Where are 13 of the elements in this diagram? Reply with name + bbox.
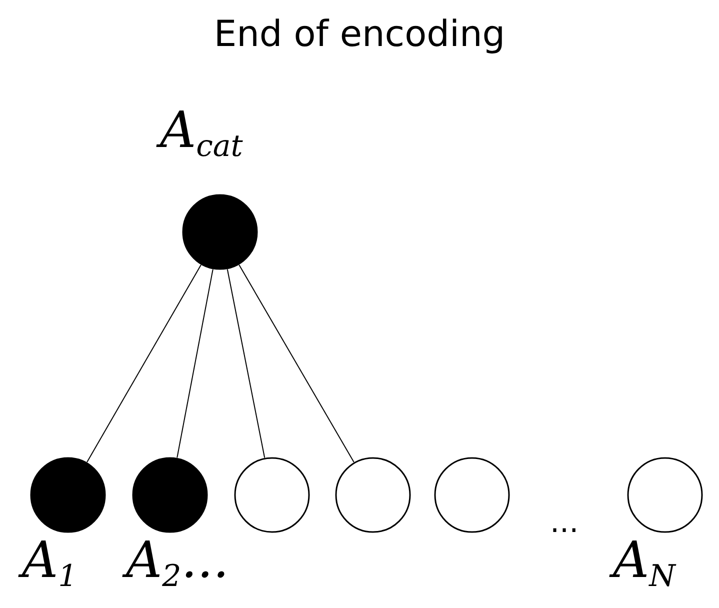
filled-circle-node xyxy=(132,457,208,533)
filled-circle-node xyxy=(30,457,106,533)
ellipsis-label: ... xyxy=(550,505,579,540)
filled-circle-node xyxy=(182,194,258,270)
circle-node xyxy=(434,457,510,533)
circle-node xyxy=(627,457,703,533)
connector-line xyxy=(226,268,266,458)
circle-node xyxy=(335,457,411,533)
circle-node xyxy=(234,457,310,533)
diagram-title: End of encoding xyxy=(212,14,506,55)
connector-line xyxy=(176,268,214,458)
connector-line xyxy=(86,264,202,463)
connector-line xyxy=(238,264,354,463)
